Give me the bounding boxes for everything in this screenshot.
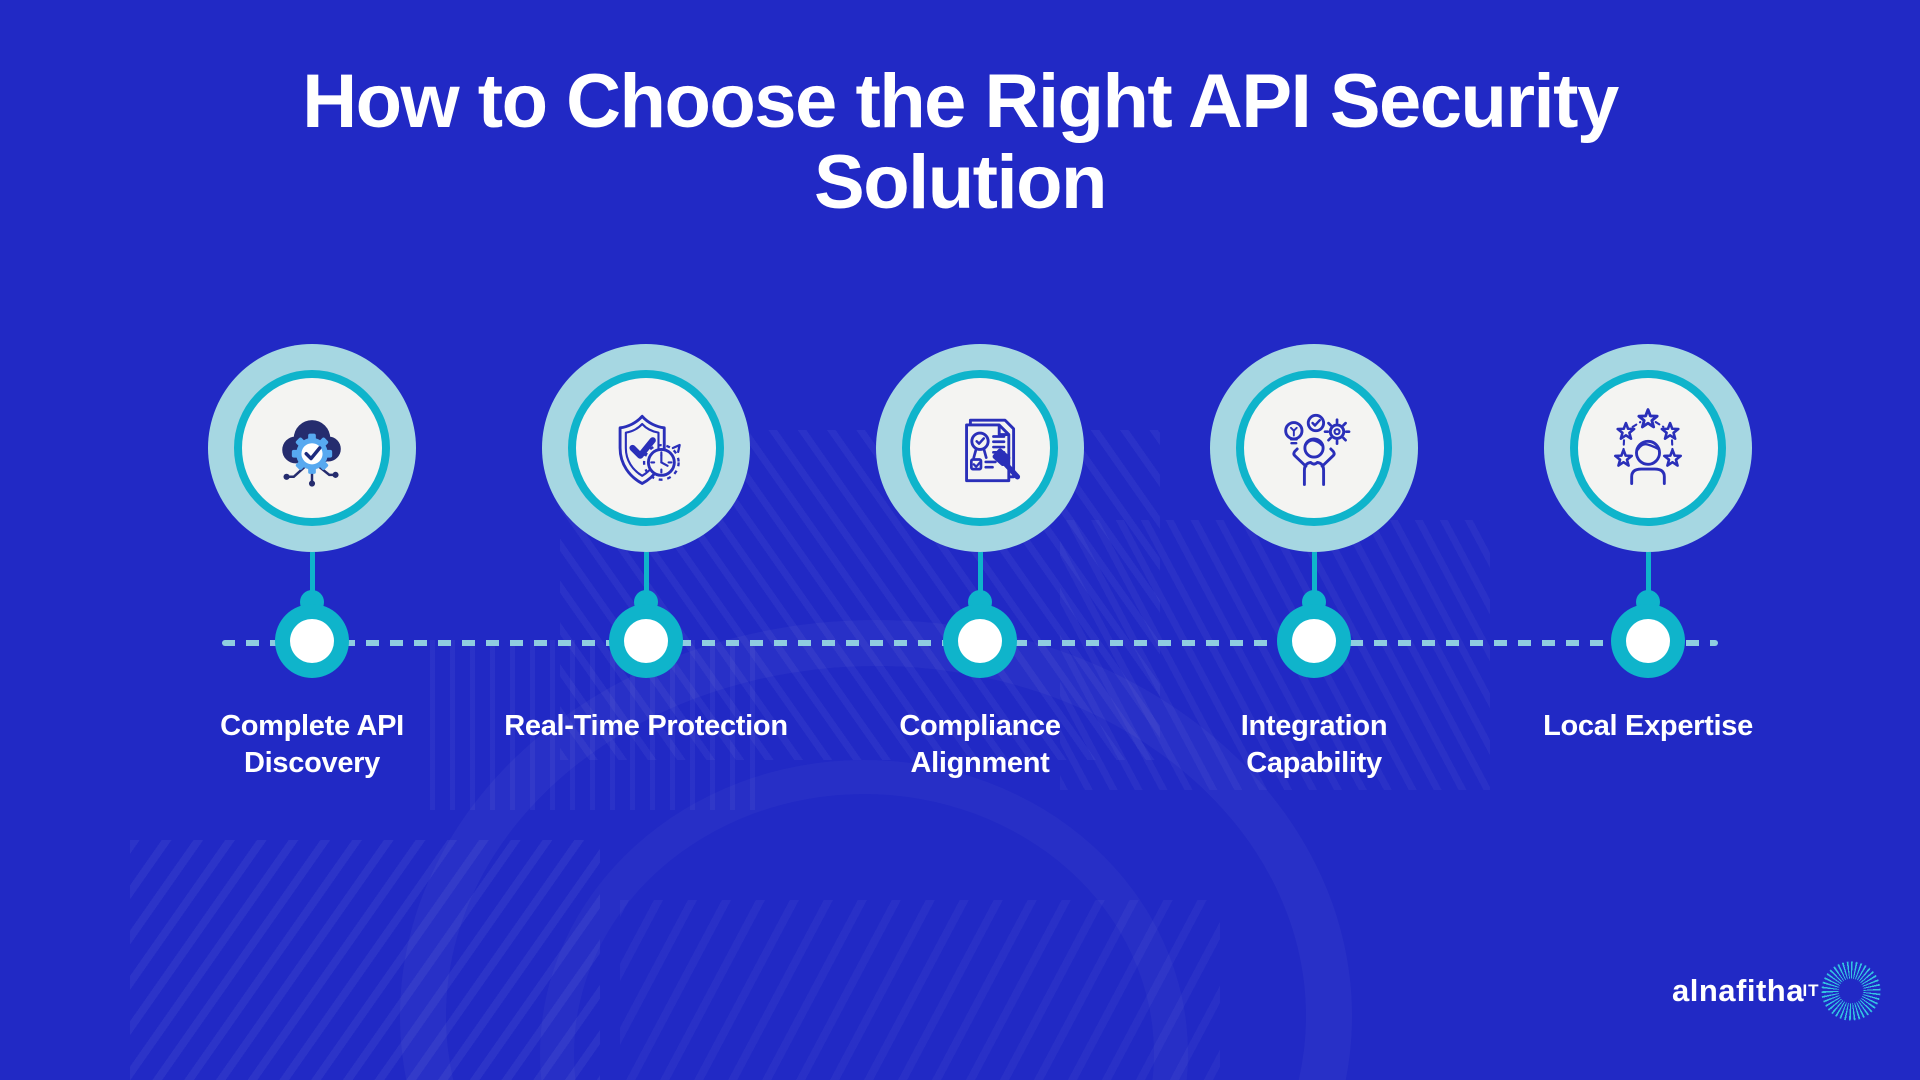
step-label: Integration Capability — [1240, 710, 1388, 780]
cloud-gear-check-icon — [282, 420, 341, 487]
timeline-node — [943, 604, 1017, 678]
timeline-node-center — [290, 619, 334, 663]
brand-logo-name: alnafitha — [1672, 973, 1804, 1008]
connector-stem — [1311, 552, 1317, 592]
timeline-step-complete-api-discovery: Complete API Discovery — [142, 344, 482, 782]
timeline-step-local-expertise: Local Expertise — [1478, 344, 1818, 745]
step-circle — [208, 344, 416, 552]
timeline-node-center — [624, 619, 668, 663]
background-stripes-pattern — [130, 840, 600, 1080]
background-arc-pattern — [540, 760, 1188, 1080]
step-circle — [1210, 344, 1418, 552]
timeline-node — [609, 604, 683, 678]
step-circle — [542, 344, 750, 552]
brand-logo: alnafitha — [1672, 956, 1886, 1026]
timeline-node-center — [1626, 619, 1670, 663]
person-stars-icon — [1614, 408, 1682, 485]
step-label: Real-Time Protection — [504, 710, 788, 742]
step-circle-inner — [1236, 370, 1392, 526]
timeline-step-integration-capability: Integration Capability — [1144, 344, 1484, 782]
step-label: Complete API Discovery — [220, 710, 404, 780]
step-circle-inner — [902, 370, 1058, 526]
certificate-gavel-icon — [965, 418, 1021, 483]
shield-check-clock-icon — [618, 414, 681, 485]
step-circle-inner — [1570, 370, 1726, 526]
timeline-node-center — [1292, 619, 1336, 663]
connector-stem — [1645, 552, 1651, 592]
person-idea-gear-icon — [1284, 413, 1351, 486]
timeline-node — [1277, 604, 1351, 678]
page-title-line2: Solution — [814, 139, 1107, 225]
step-circle — [876, 344, 1084, 552]
timeline-node — [1611, 604, 1685, 678]
starburst-icon — [1815, 956, 1886, 1026]
timeline-node — [275, 604, 349, 678]
timeline-node-center — [958, 619, 1002, 663]
brand-logo-suffix: IT — [1802, 981, 1820, 1000]
step-circle-inner — [568, 370, 724, 526]
step-circle-inner — [234, 370, 390, 526]
timeline-step-real-time-protection: Real-Time Protection — [476, 344, 816, 745]
background-stripes-pattern — [620, 900, 1220, 1080]
timeline-step-compliance-alignment: Compliance Alignment — [810, 344, 1150, 782]
connector-stem — [309, 552, 315, 592]
step-label: Compliance Alignment — [899, 710, 1061, 780]
step-label: Local Expertise — [1543, 710, 1753, 742]
step-circle — [1544, 344, 1752, 552]
page-title-line1: How to Choose the Right API Security — [302, 59, 1619, 144]
page-title: How to Choose the Right API Security Sol… — [0, 59, 1920, 225]
connector-stem — [977, 552, 983, 592]
connector-stem — [643, 552, 649, 592]
